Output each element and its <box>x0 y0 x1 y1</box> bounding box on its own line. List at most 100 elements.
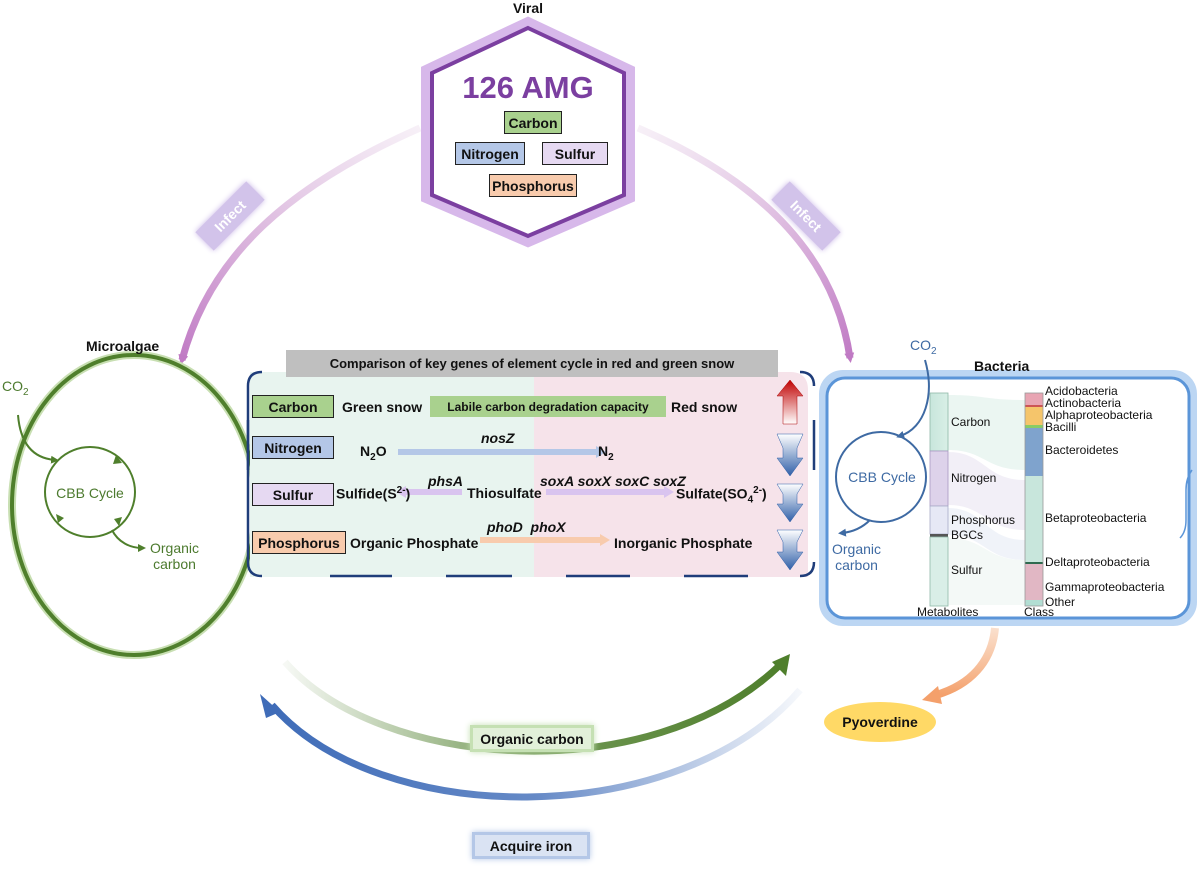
algae-co2-arrow <box>17 414 59 464</box>
trend-down-sulfur <box>776 483 804 523</box>
bacteria-organic-arrow <box>838 519 871 537</box>
metabolite-label-sulfur: Sulfur <box>951 563 983 577</box>
sulfur-left-label: Sulfide(S2-) <box>336 485 410 502</box>
viral-nitrogen-box: Nitrogen <box>455 142 525 165</box>
pyoverdine-label: Pyoverdine <box>842 714 918 730</box>
metabolite-label-bgcs: BGCs <box>951 528 984 542</box>
class-bacteroidetes-bar <box>1025 428 1043 476</box>
nitrogen-right-label: N2 <box>598 443 614 463</box>
metabolites-carbon-bar <box>929 392 949 452</box>
class-label-gammaproteobacteria: Gammaproteobacteria <box>1045 580 1165 594</box>
class-gammaproteobacteria-bar <box>1025 564 1043 600</box>
phosphorus-genes: phoD phoX <box>487 519 566 535</box>
class-bacilli-bar <box>1025 425 1043 428</box>
algae-co2-text: CO <box>2 378 23 394</box>
sulfide-sup: 2- <box>396 485 406 496</box>
bacteria-box <box>825 376 1191 620</box>
metabolites-sulfur-bar <box>929 536 949 607</box>
algae-co2-subscript: 2 <box>23 386 29 398</box>
sulfate-text: Sulfate(SO <box>676 485 748 502</box>
class-label-other: Other <box>1045 595 1076 609</box>
sulfate-sup: 2- <box>753 485 763 496</box>
bacteria-organic-line1: Organic <box>832 541 882 557</box>
sulfide-tail: ) <box>405 485 411 502</box>
nitrogen-left-label: N2O <box>360 443 387 463</box>
comparison-frame <box>246 370 263 578</box>
trend-down-phosphorus <box>776 529 804 571</box>
phosphorus-right-label: Inorganic Phosphate <box>614 535 753 551</box>
algae-cbb-circle <box>44 446 136 538</box>
bacteria-cbb-label: CBB Cycle <box>848 469 916 485</box>
bacteria-organic-label: Organic carbon <box>832 541 881 573</box>
sankey-flows <box>948 395 1025 605</box>
metabolite-label-nitrogen: Nitrogen <box>951 471 997 485</box>
metabolites-nitrogen-bar <box>929 450 949 507</box>
phosphorus-left-label: Organic Phosphate <box>350 535 479 551</box>
bacteria-co2-label: CO2 <box>910 337 937 357</box>
comparison-sulfur-box: Sulfur <box>252 483 334 506</box>
bacteria-co2-subscript: 2 <box>931 345 937 357</box>
sulfate-sub: 4 <box>747 494 754 506</box>
trend-down-nitrogen <box>776 433 804 477</box>
carbon-left-label: Green snow <box>342 399 423 415</box>
class-actinobacteria-bar <box>1025 405 1043 407</box>
pyoverdine-arrow <box>934 627 999 699</box>
sulfate-tail: ) <box>762 485 767 502</box>
class-label-bacteroidetes: Bacteroidetes <box>1045 443 1119 457</box>
metabolite-label-phosphorus: Phosphorus <box>951 513 1016 527</box>
metabolite-label-carbon: Carbon <box>951 415 991 429</box>
metabolites-phosphorus-bar <box>929 505 949 535</box>
metabolites-axis-label: Metabolites <box>917 605 979 619</box>
viral-hexagon-glow <box>421 16 635 248</box>
class-betaproteobacteria-bar <box>1025 476 1043 562</box>
acquire-iron-label: Acquire iron <box>472 832 590 859</box>
pyoverdine-blob <box>824 702 936 742</box>
comparison-title: Comparison of key genes of element cycle… <box>286 350 778 377</box>
bacteria-organic-line2: carbon <box>835 557 878 573</box>
amg-count: 126 AMG <box>462 70 594 105</box>
class-label-betaproteobacteria: Betaproteobacteria <box>1045 511 1147 525</box>
sulfur-right-label: Sulfate(SO42-) <box>676 485 767 505</box>
n2o-n: N <box>360 443 371 459</box>
microalgae-title: Microalgae <box>86 338 160 354</box>
class-other-bar <box>1025 600 1043 606</box>
viral-phosphorus-box: Phosphorus <box>489 174 577 197</box>
sulfur-middle-label: Thiosulfate <box>467 485 542 501</box>
acquire-iron-arc <box>269 687 803 801</box>
class-acidobacteria-bar <box>1025 393 1043 405</box>
organic-carbon-label: Organic carbon <box>470 725 594 752</box>
bacteria-cbb-circle <box>835 431 927 523</box>
class-label-actinobacteria: Actinobacteria <box>1045 396 1122 410</box>
bacteria-box-glow <box>819 370 1197 626</box>
class-alphaproteobacteria-bar <box>1025 407 1043 425</box>
n2o-sub: 2 <box>370 451 376 463</box>
metabolites-bgcs-bar <box>930 534 948 537</box>
bacteria-co2-text: CO <box>910 337 931 353</box>
n2-sub: 2 <box>608 451 614 463</box>
class-label-bacilli: Bacilli <box>1045 420 1077 434</box>
comparison-carbon-box: Carbon <box>252 395 334 418</box>
class-deltaproteobacteria-bar <box>1025 562 1043 564</box>
n2-n: N <box>598 443 609 459</box>
comparison-right-bg <box>534 372 808 577</box>
class-axis-label: Class <box>1024 605 1055 619</box>
comparison-nitrogen-box: Nitrogen <box>252 436 334 459</box>
class-label-acidobacteria: Acidobacteria <box>1045 384 1118 398</box>
algae-co2-label: CO2 <box>2 378 29 398</box>
viral-sulfur-box: Sulfur <box>542 142 608 165</box>
algae-cbb-label: CBB Cycle <box>56 485 124 501</box>
class-label-deltaproteobacteria: Deltaproteobacteria <box>1045 555 1150 569</box>
comparison-phosphorus-box: Phosphorus <box>252 531 346 554</box>
class-label-alphaproteobacteria: Alphaproteobacteria <box>1045 408 1153 422</box>
sulfur-right-genes: soxA soxX soxC soxZ <box>540 473 686 489</box>
algae-organic-arrow <box>111 529 146 552</box>
trend-up-carbon <box>776 379 804 425</box>
bacteria-title: Bacteria <box>974 358 1030 374</box>
carbon-middle-label: Labile carbon degradation capacity <box>430 396 666 417</box>
sulfur-left-gene: phsA <box>428 473 463 489</box>
nitrogen-gene: nosZ <box>481 430 515 446</box>
bacteria-co2-arrow <box>896 359 930 439</box>
algae-organic-line2: carbon <box>153 556 196 572</box>
viral-carbon-box: Carbon <box>504 111 562 134</box>
